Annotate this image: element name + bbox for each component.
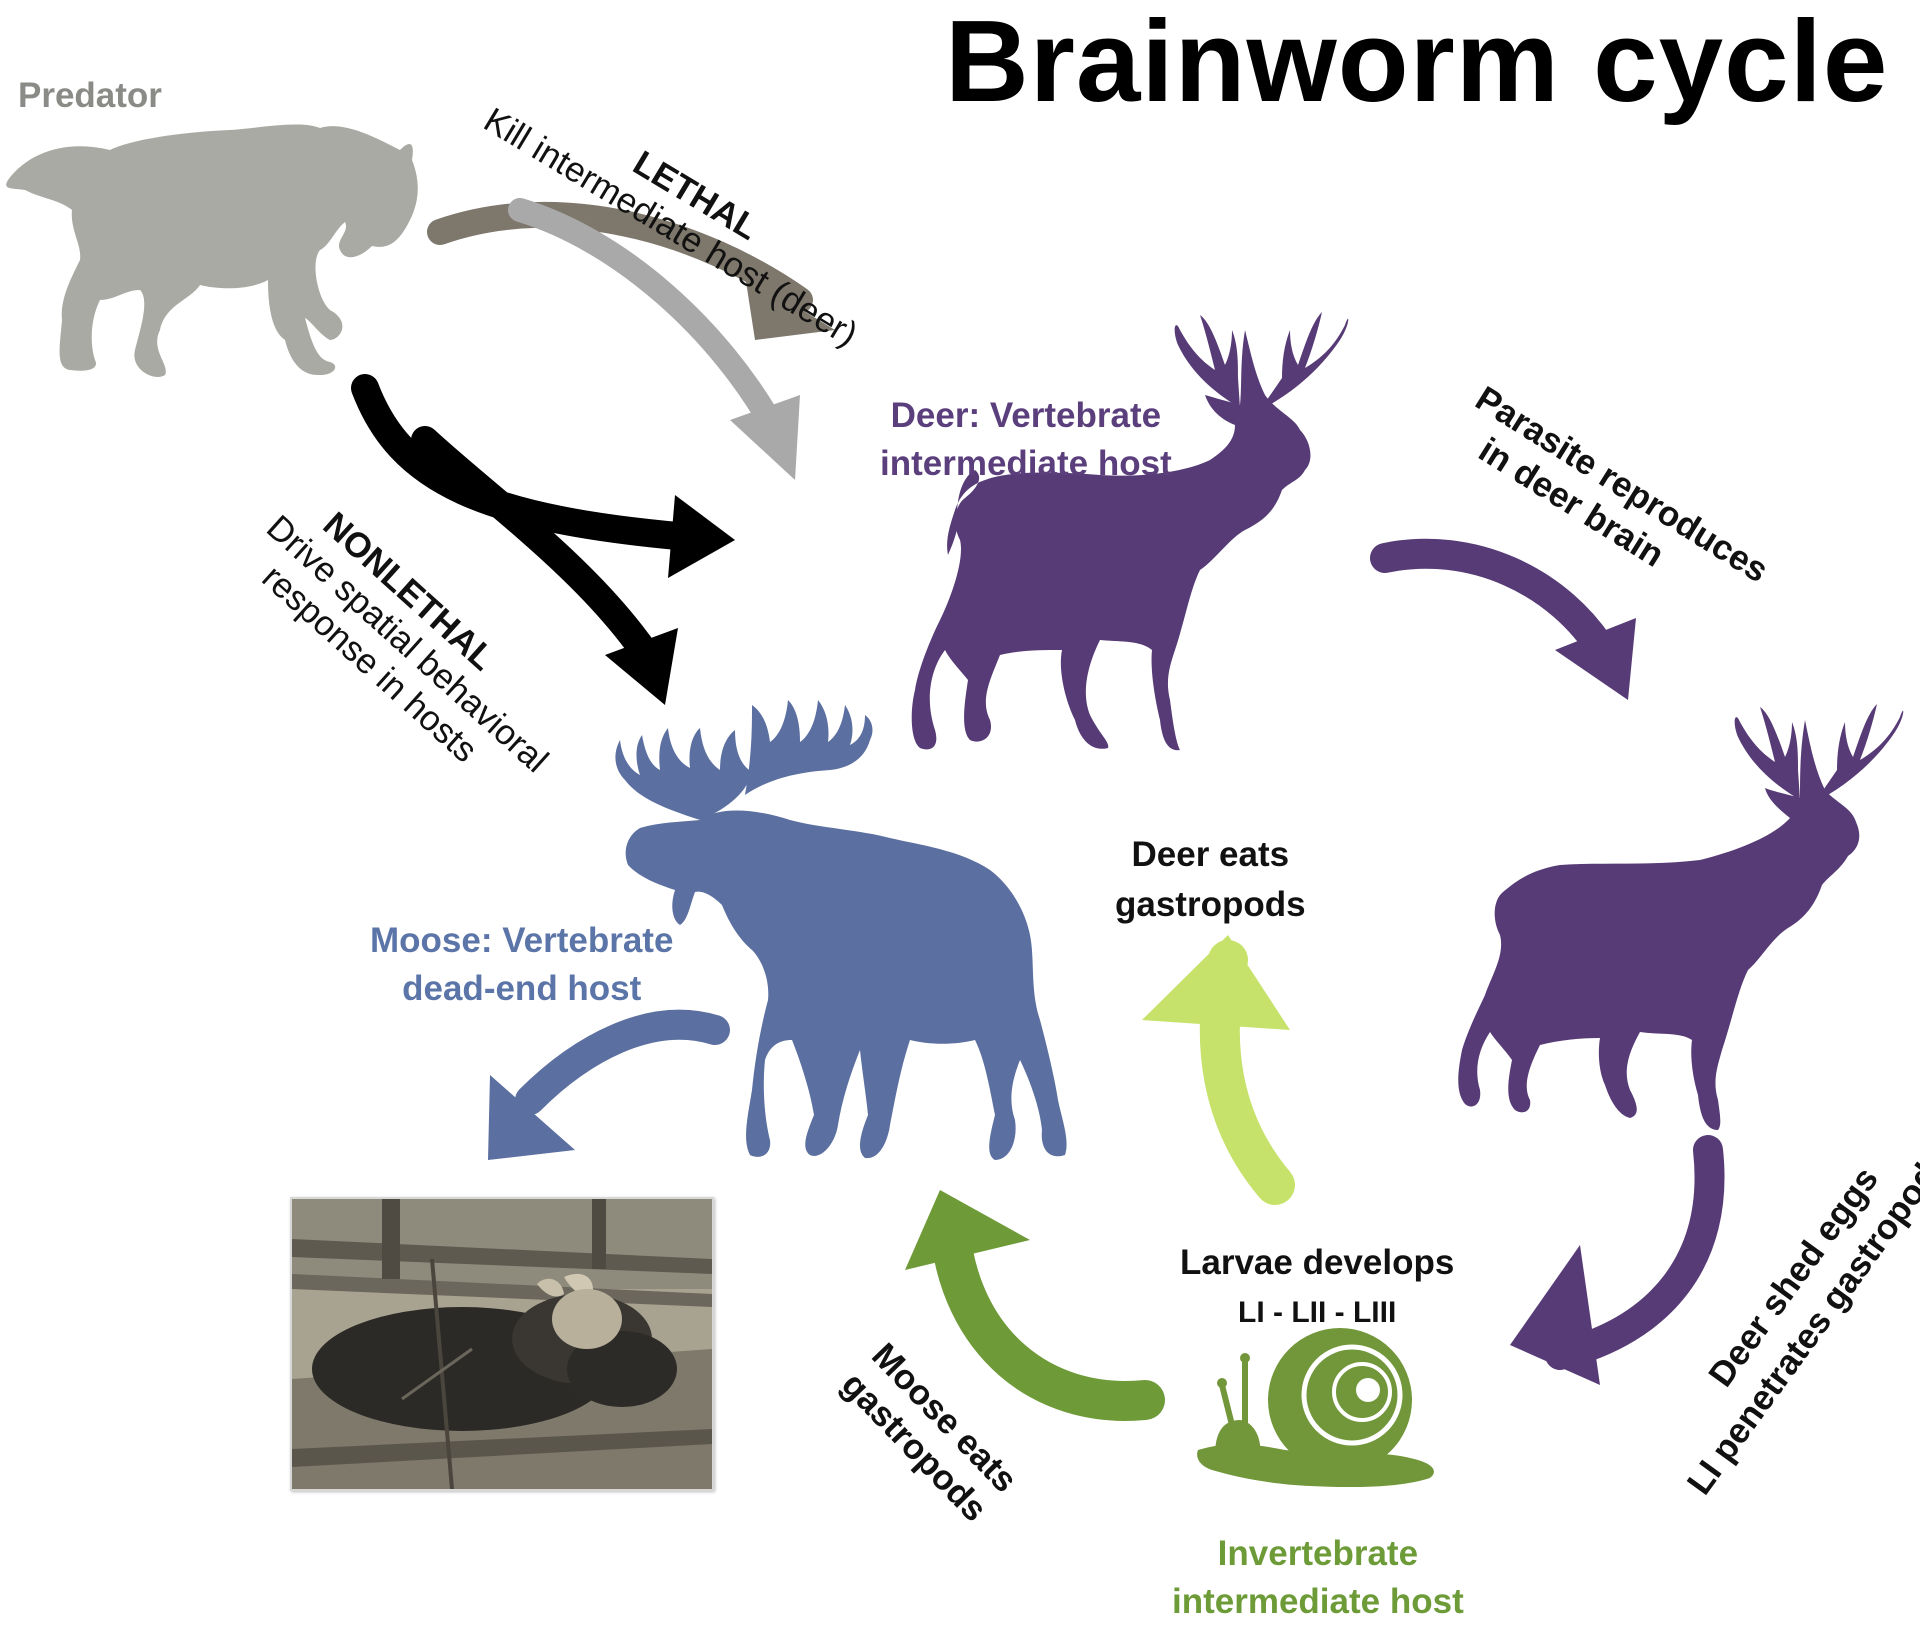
deer-eats-label: Deer eats gastropods	[1115, 830, 1306, 930]
deer-eats-line1: Deer eats	[1131, 835, 1290, 874]
larvae-stages: LI - LII - LIII	[1238, 1296, 1397, 1329]
deer-host-label: Deer: Vertebrate intermediate host	[880, 392, 1172, 488]
deer-host-label-line1: Deer: Vertebrate	[890, 396, 1162, 435]
page-title: Brainworm cycle	[945, 0, 1889, 126]
deer-icon	[911, 312, 1349, 751]
predator-label: Predator	[18, 76, 162, 115]
invertebrate-host-label: Invertebrate intermediate host	[1172, 1530, 1464, 1626]
moose-host-label-line1: Moose: Vertebrate	[370, 921, 674, 960]
invertebrate-host-line2: intermediate host	[1172, 1582, 1464, 1621]
snail-icon	[1197, 1328, 1434, 1488]
deer-icon-right	[1458, 704, 1904, 1130]
larvae-label: Larvae develops LI - LII - LIII	[1180, 1238, 1454, 1338]
moose-host-label-line2: dead-end host	[402, 969, 642, 1008]
larvae-line1: Larvae develops	[1180, 1243, 1455, 1282]
deer-eats-line2: gastropods	[1115, 885, 1306, 924]
dead-moose-photo	[290, 1197, 714, 1491]
invertebrate-host-line1: Invertebrate	[1217, 1534, 1419, 1573]
deer-host-label-line2: intermediate host	[880, 444, 1172, 483]
moose-host-label: Moose: Vertebrate dead-end host	[370, 917, 673, 1013]
moose-icon	[615, 700, 1067, 1160]
wolf-icon	[6, 124, 418, 378]
